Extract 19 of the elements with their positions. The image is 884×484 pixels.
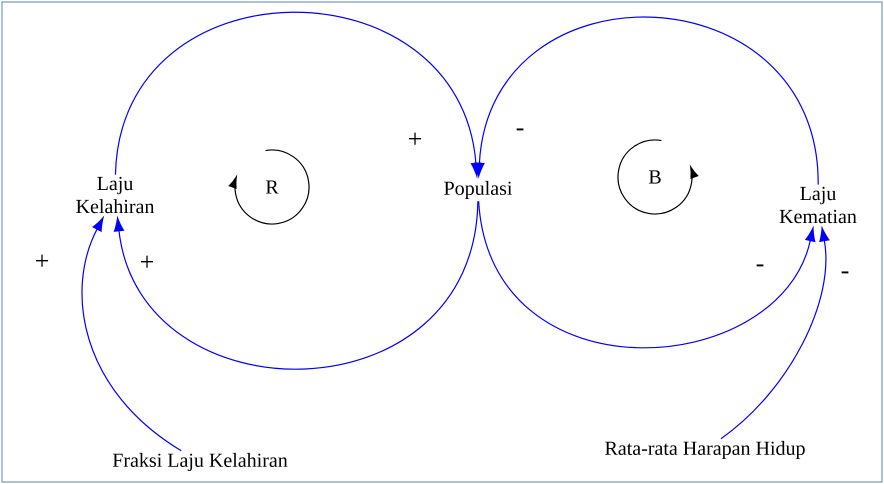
causal-arrow	[720, 227, 830, 440]
variable-label: Laju Kelahiran	[76, 176, 154, 214]
polarity-sign: -	[756, 264, 764, 266]
causal-arrow	[114, 201, 478, 370]
causal-arrow	[114, 12, 482, 177]
causal-arrow	[474, 16, 819, 185]
variable-label: Laju Kematian	[780, 186, 857, 224]
variable-label: Fraksi Laju Kelahiran	[112, 452, 288, 472]
variable-label: Rata-rata Harapan Hidup	[605, 440, 805, 460]
polarity-sign: +	[140, 256, 154, 268]
causal-arrow	[478, 201, 816, 348]
polarity-sign: +	[36, 254, 48, 267]
polarity-sign: -	[842, 271, 848, 274]
loop-label: B	[648, 170, 661, 184]
variable-label: Populasi	[444, 180, 512, 200]
polarity-sign: -	[516, 128, 524, 130]
loop-label: R	[266, 180, 279, 194]
polarity-sign: +	[408, 132, 422, 145]
causal-arrow	[82, 217, 182, 452]
